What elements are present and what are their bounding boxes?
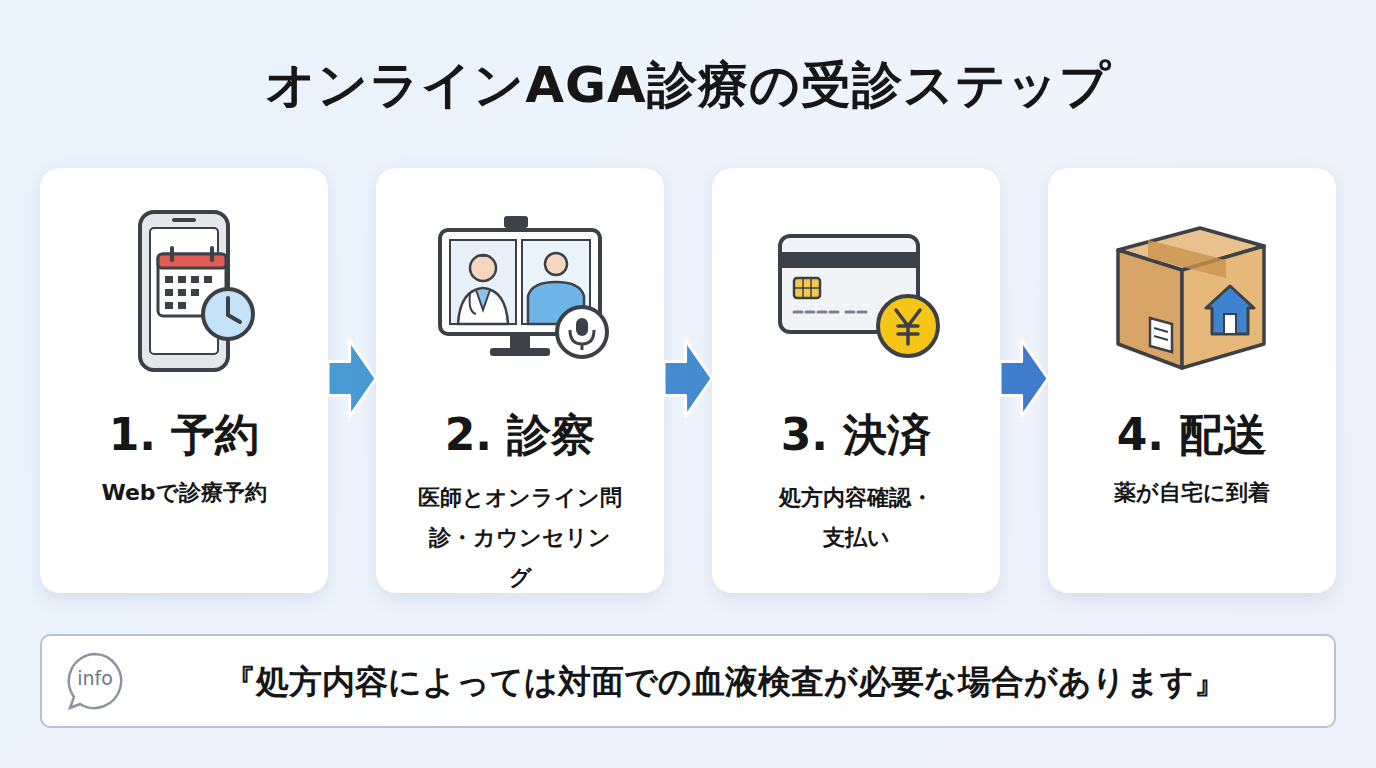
calendar-cell: [178, 289, 186, 296]
note-box: 『処方内容によっては対面での血液検査が必要な場合があります』info: [40, 634, 1336, 728]
card-stripe: [780, 252, 918, 268]
webcam: [504, 216, 528, 228]
house-door: [1224, 314, 1236, 334]
calendar-ring: [170, 248, 174, 260]
chip-lines: [794, 278, 820, 298]
card-chip: [794, 278, 820, 298]
card-number: [794, 311, 870, 314]
credit-card: [780, 236, 918, 332]
step-heading: 3. 決済: [712, 406, 1000, 463]
step-card: 4. 配送薬が自宅に到着: [1048, 168, 1336, 593]
doctor-coat: [458, 288, 508, 324]
calendar-cell: [191, 289, 199, 296]
step-card: 1. 予約 Webで診療予約: [40, 168, 328, 593]
step-card: 2. 診察医師とオンライン問 診・カウンセリング: [376, 168, 664, 593]
calendar-ring: [210, 248, 214, 260]
calendar: [158, 254, 226, 316]
info-badge: info: [64, 650, 126, 712]
monitor: [440, 230, 600, 334]
monitor-neck: [510, 334, 530, 350]
patient-panel: [522, 240, 590, 324]
box-top: [1118, 228, 1264, 270]
parcel-icon: [1118, 228, 1264, 368]
calendar-cell: [165, 302, 173, 309]
house-symbol: [1206, 286, 1254, 334]
calendar-cell: [178, 302, 186, 309]
calendar-cell: [178, 276, 186, 283]
yen-coin: [878, 296, 938, 356]
mic: [576, 318, 588, 336]
patient-body: [528, 282, 584, 324]
calendar-grid: [165, 276, 212, 309]
mic-badge: [557, 307, 607, 357]
calendar-cell: [165, 289, 173, 296]
calendar-cell: [191, 276, 199, 283]
flow-arrow: [664, 341, 712, 417]
box-left: [1118, 250, 1182, 368]
clock-hands: [228, 298, 240, 322]
diagram-title: オンラインAGA診療の受診ステップ: [0, 52, 1376, 119]
label-lines: [1154, 328, 1168, 340]
monitor-base: [490, 348, 550, 356]
phone-speaker: [172, 218, 196, 222]
yen-symbol: [896, 310, 920, 344]
step-description: 処方内容確認・ 支払い: [772, 478, 940, 558]
step-description: 医師とオンライン問 診・カウンセリング: [418, 478, 622, 598]
calendar-header: [158, 254, 226, 268]
phone-screen: [150, 228, 218, 354]
patient-head: [545, 253, 567, 275]
flow-arrow: [1000, 341, 1048, 417]
phone-body: [140, 212, 228, 370]
clock-face: [203, 289, 253, 339]
doctor-hair: [470, 255, 496, 262]
shipping-label: [1150, 318, 1172, 352]
flow-arrow: [328, 341, 376, 417]
calendar-cell: [165, 276, 173, 283]
stethoscope: [470, 294, 476, 314]
mic-stand: [570, 330, 594, 350]
note-text: 『処方内容によっては対面での血液検査が必要な場合があります』: [132, 660, 1317, 703]
doctor-shirt: [476, 290, 490, 310]
doctor-panel: [450, 240, 516, 324]
info-label: info: [64, 666, 126, 691]
video-call-icon: [440, 216, 607, 357]
step-description: 薬が自宅に到着: [1062, 478, 1322, 507]
doctor-head: [470, 255, 496, 281]
step-description: Webで診療予約: [54, 478, 314, 507]
calendar-cell: [204, 276, 212, 283]
step-card: 3. 決済処方内容確認・ 支払い: [712, 168, 1000, 593]
step-heading: 2. 診察: [376, 406, 664, 463]
box-tape: [1148, 240, 1226, 278]
step-heading: 1. 予約: [40, 406, 328, 463]
payment-icon: [780, 236, 938, 356]
box-right: [1182, 246, 1264, 368]
step-heading: 4. 配送: [1048, 406, 1336, 463]
phone-calendar-icon: [140, 212, 253, 370]
